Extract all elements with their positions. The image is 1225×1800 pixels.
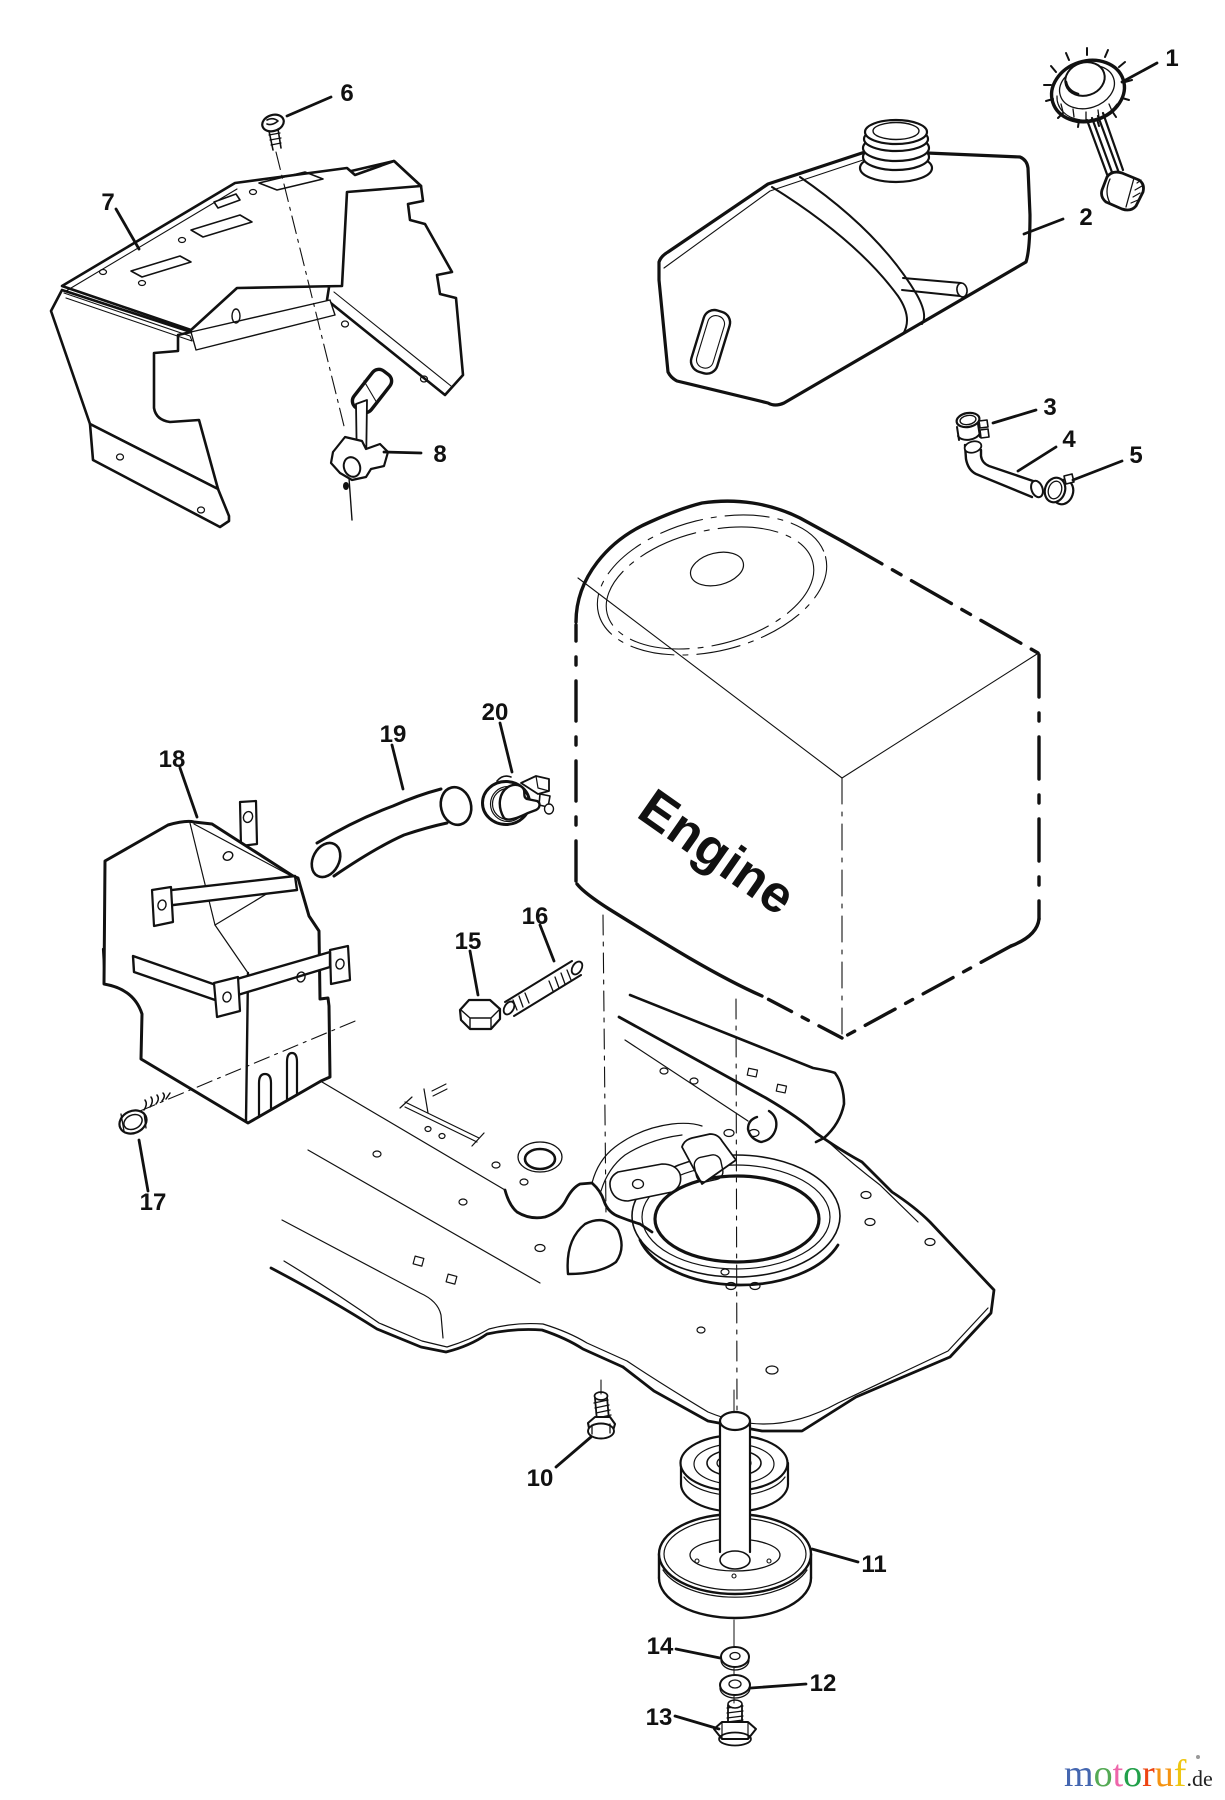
svg-text:13: 13: [646, 1704, 673, 1731]
svg-text:14: 14: [647, 1633, 674, 1660]
svg-text:3: 3: [1043, 394, 1056, 421]
svg-text:6: 6: [340, 80, 353, 107]
svg-text:12: 12: [810, 1670, 837, 1697]
svg-text:16: 16: [522, 903, 549, 930]
svg-text:7: 7: [101, 189, 114, 216]
svg-text:motoruf.de: motoruf.de: [1064, 1753, 1213, 1795]
svg-text:2: 2: [1079, 204, 1092, 231]
svg-text:15: 15: [455, 928, 482, 955]
svg-text:8: 8: [433, 441, 446, 468]
svg-text:5: 5: [1129, 442, 1142, 469]
svg-text:17: 17: [140, 1189, 167, 1216]
svg-text:19: 19: [380, 721, 407, 748]
svg-text:20: 20: [482, 699, 509, 726]
svg-text:11: 11: [861, 1551, 886, 1578]
svg-text:1: 1: [1165, 45, 1178, 72]
svg-text:4: 4: [1062, 426, 1076, 453]
svg-text:10: 10: [527, 1465, 554, 1492]
